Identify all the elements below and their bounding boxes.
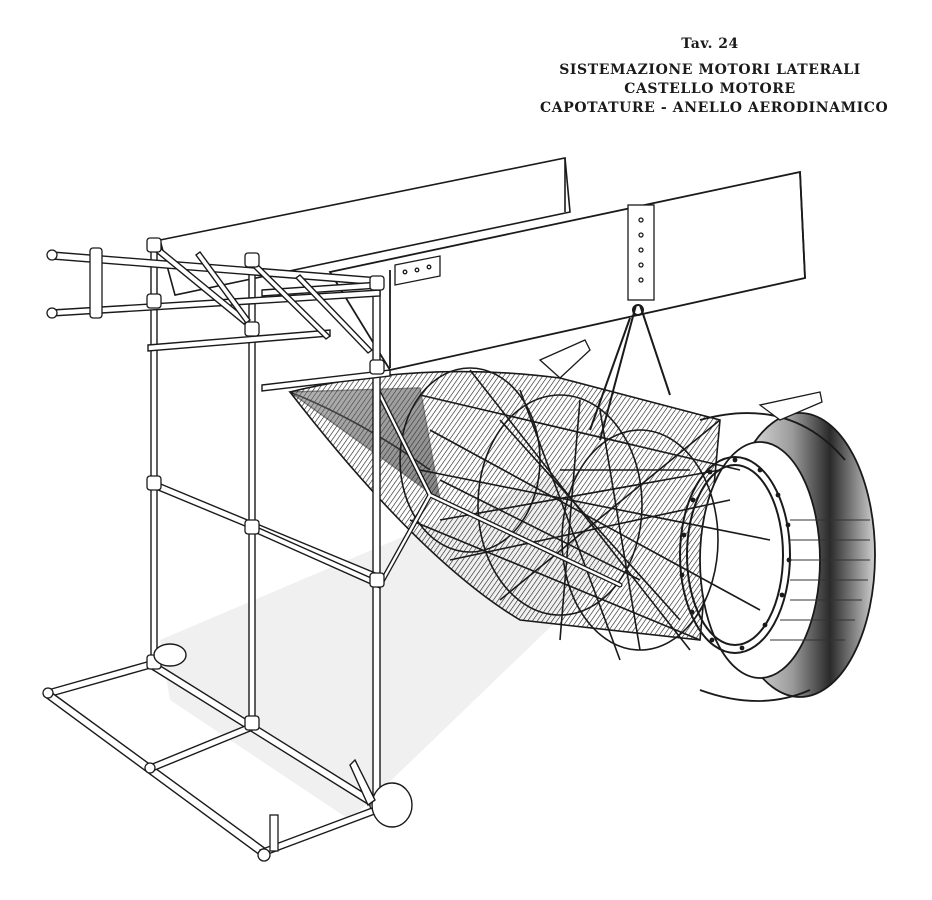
plate-title-line-3: CAPOTATURE - ANELLO AERODINAMICO	[540, 100, 889, 116]
suspension-hanger	[589, 304, 671, 441]
engine-front-ring	[679, 456, 792, 654]
wing-spar-rear	[159, 157, 571, 296]
jig-joints	[42, 237, 385, 862]
spar-fitting-plate	[394, 204, 655, 301]
engine-mount-frame	[399, 367, 771, 661]
plate-title-line-2: CASTELLO MOTORE	[624, 81, 796, 97]
nacelle-fin	[538, 339, 823, 421]
nacelle-rear-cone	[287, 387, 441, 502]
jig-feet	[153, 643, 413, 828]
engine-mount-struts-inner	[373, 383, 622, 587]
plate-number: Tav. 24	[681, 36, 739, 52]
plate-title-line-1: SISTEMAZIONE MOTORI LATERALI	[559, 62, 861, 78]
plate-header: Tav. 24 SISTEMAZIONE MOTORI LATERALI CAS…	[540, 36, 889, 118]
aerodynamic-ring	[699, 412, 876, 702]
